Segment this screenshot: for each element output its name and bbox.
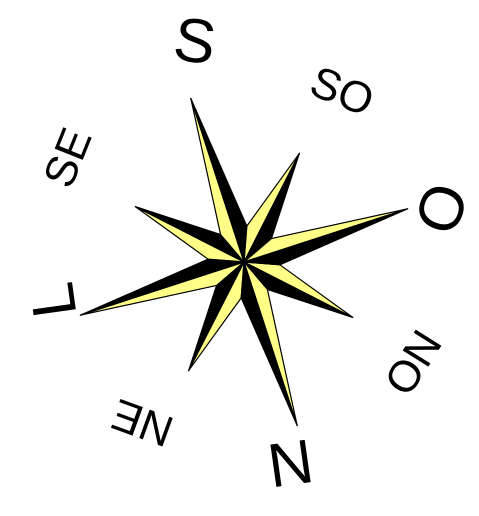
- label-south: S: [169, 8, 219, 75]
- label-north: N: [263, 428, 316, 496]
